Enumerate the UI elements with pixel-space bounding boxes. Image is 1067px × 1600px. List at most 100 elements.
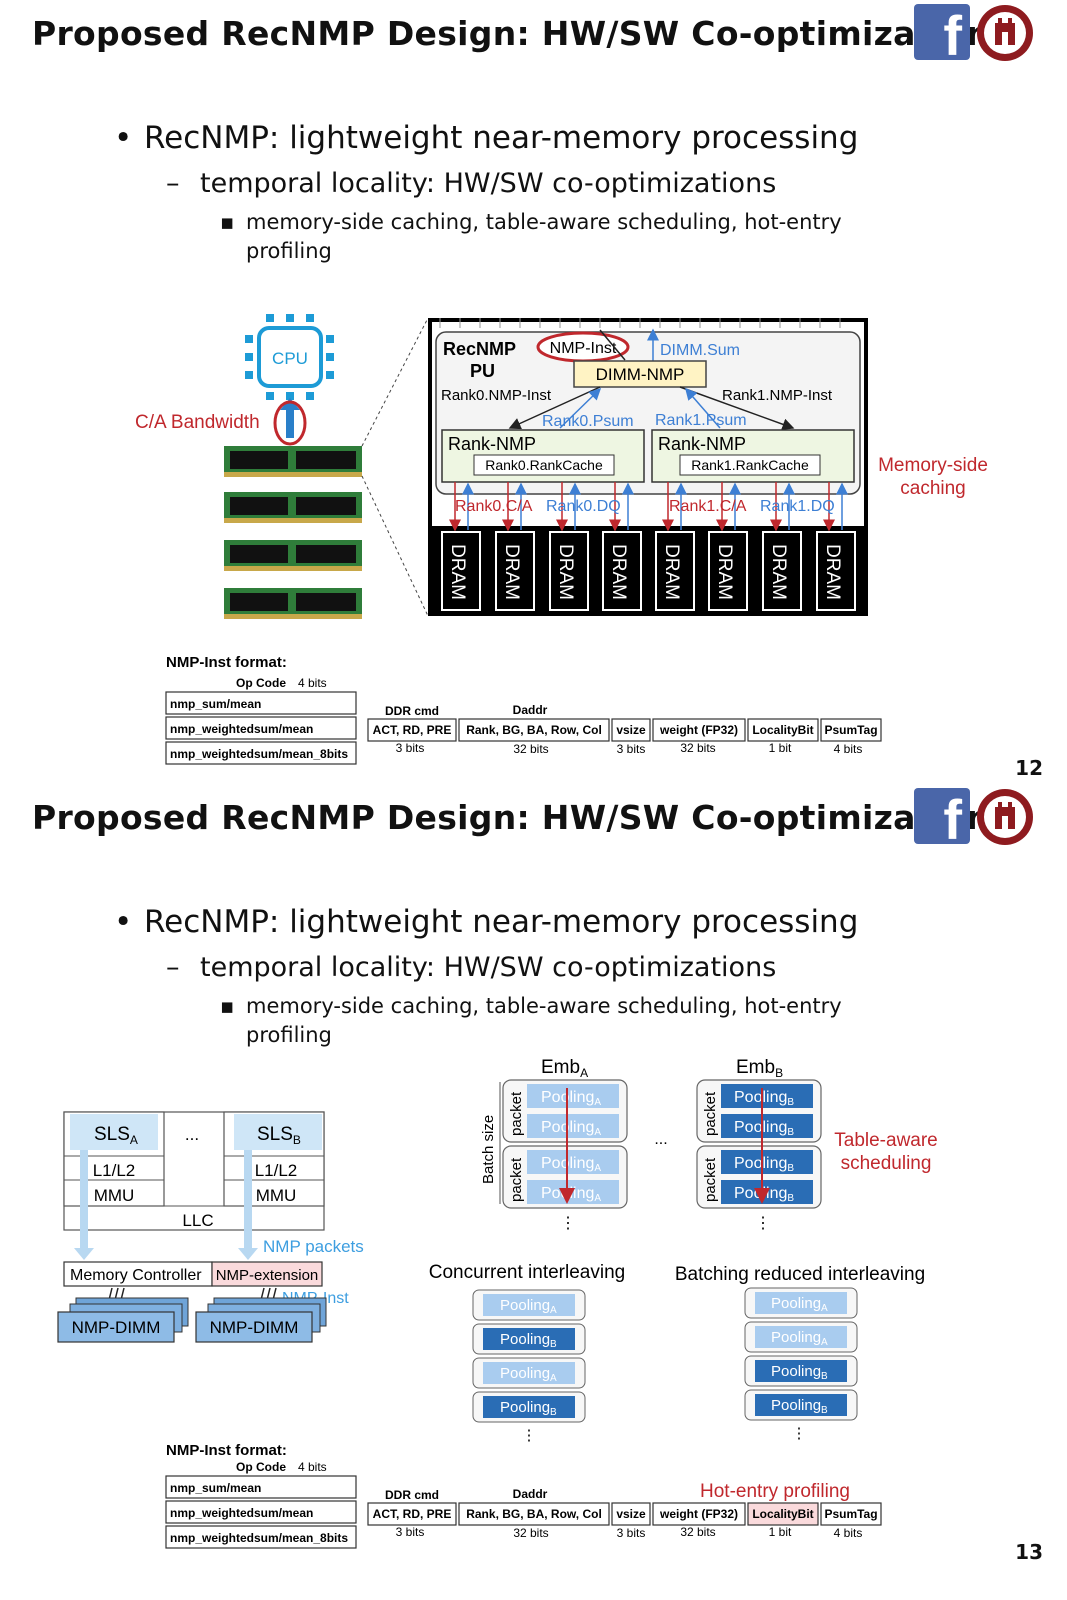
field-value: vsize: [616, 1507, 646, 1521]
vdots: ⋮: [755, 1215, 771, 1232]
inst-format-heading: NMP-Inst format:: [166, 1442, 287, 1459]
field-bits: 3 bits: [396, 741, 425, 755]
field-header: Daddr: [513, 703, 548, 717]
slide-13: Proposed RecNMP Design: HW/SW Co-optimiz…: [0, 784, 1067, 1568]
memory-controller-label: Memory Controller: [70, 1267, 202, 1284]
nmp-inst-format-table: NMP-Inst format: Op Code 4 bits nmp_sum/…: [165, 1442, 882, 1549]
pooling-a: PoolingA: [500, 1297, 557, 1316]
pooling-a: PoolingA: [771, 1295, 828, 1314]
opcode-bits: 4 bits: [298, 1460, 327, 1474]
nmp-inst-format-table: NMP-Inst format: Op Code 4 bits nmp_sum/…: [165, 654, 882, 765]
rank1-cache-box: [679, 454, 821, 476]
field-header: Daddr: [513, 1487, 548, 1501]
vdots: ⋮: [560, 1215, 576, 1232]
op-row: nmp_weightedsum/mean: [170, 722, 313, 736]
memory-side-caching-label-2: caching: [900, 478, 966, 499]
field-value: weight (FP32): [659, 1507, 738, 1521]
rank0-dq-label: Rank0.DQ: [546, 498, 621, 515]
pooling-b: PoolingB: [771, 1363, 828, 1382]
op-row: nmp_weightedsum/mean_8bits: [170, 1531, 348, 1545]
pooling-a: PoolingA: [500, 1365, 557, 1384]
dram-label: DRAM: [555, 544, 576, 600]
rank1-nmp-inst-label: Rank1.NMP-Inst: [722, 387, 833, 404]
nmp-packets-label: NMP packets: [263, 1237, 364, 1256]
bullet-level2-text: temporal locality: HW/SW co-optimization…: [200, 168, 777, 199]
zoom-line-top: [361, 317, 429, 447]
field-bits: 3 bits: [617, 742, 646, 756]
opcode-label: Op Code: [236, 1460, 286, 1474]
bullet-level3-text: memory-side caching, table-aware schedul…: [246, 210, 842, 263]
vdots: ⋮: [792, 1425, 807, 1442]
dimm-nmp-box: [573, 360, 707, 388]
l1l2-label: L1/L2: [93, 1161, 136, 1180]
field-bits: 3 bits: [396, 1525, 425, 1539]
rank0-psum-label: Rank0.Psum: [542, 413, 634, 430]
nmp-inst-label: NMP-Inst: [550, 340, 617, 357]
sls-a-box: [70, 1114, 158, 1150]
dimm-sticks: [224, 446, 362, 619]
rank1-ca-label: Rank1.C/A: [669, 498, 747, 515]
op-row: nmp_weightedsum/mean: [170, 1506, 313, 1520]
field-header: DDR cmd: [385, 704, 439, 718]
pooling-a: PoolingA: [541, 1119, 601, 1138]
table-aware-label-2: scheduling: [841, 1153, 932, 1174]
page-number: 13: [1015, 1540, 1043, 1564]
bullet-level3-text: memory-side caching, table-aware schedul…: [246, 994, 842, 1047]
ellipsis: ...: [185, 1125, 199, 1144]
rank1-cache-label: Rank1.RankCache: [691, 457, 809, 473]
sls-b-box: [234, 1114, 322, 1150]
nmp-dimm-left: [57, 1297, 189, 1343]
concurrent-interleaving-label: Concurrent interleaving: [429, 1262, 625, 1283]
rank1-psum-label: Rank1.Psum: [655, 412, 747, 429]
pooling-b: PoolingB: [734, 1155, 794, 1174]
l1l2-label: L1/L2: [255, 1161, 298, 1180]
slide-12: Proposed RecNMP Design: HW/SW Co-optimiz…: [0, 0, 1067, 784]
memory-side-caching-label: Memory-side: [878, 455, 988, 476]
dram-label: DRAM: [501, 544, 522, 600]
cpu-icon: [245, 314, 334, 400]
dram-chips: [441, 531, 856, 611]
field-value: PsumTag: [824, 1507, 877, 1521]
packet-label: packet: [702, 1091, 719, 1136]
dram-label: DRAM: [768, 544, 789, 600]
field-bits: 32 bits: [513, 1526, 548, 1540]
inst-format-heading: NMP-Inst format:: [166, 654, 287, 671]
university-seal-logo: [977, 5, 1033, 61]
pooling-a: PoolingA: [541, 1155, 601, 1174]
op-row: nmp_weightedsum/mean_8bits: [170, 747, 348, 761]
llc-label: LLC: [182, 1211, 213, 1230]
recnmp-pu-label: RecNMP: [443, 339, 516, 359]
packet-label: packet: [508, 1157, 525, 1202]
pooling-b: PoolingB: [771, 1397, 828, 1416]
facebook-logo: f: [914, 788, 970, 848]
field-value: LocalityBit: [752, 723, 813, 737]
field-value: Rank, BG, BA, Row, Col: [466, 1507, 602, 1521]
dimm-sum-label: DIMM.Sum: [660, 342, 740, 359]
bullet-level3: ▪memory-side caching, table-aware schedu…: [220, 208, 860, 266]
field-value: ACT, RD, PRE: [373, 723, 452, 737]
opcode-label: Op Code: [236, 676, 286, 690]
bullet-level1: •RecNMP: lightweight near-memory process…: [114, 904, 859, 940]
dram-label: DRAM: [447, 544, 468, 600]
field-value: ACT, RD, PRE: [373, 1507, 452, 1521]
emb-b-label: EmbB: [736, 1057, 783, 1080]
dram-label: DRAM: [661, 544, 682, 600]
field-value: PsumTag: [824, 723, 877, 737]
op-row: nmp_sum/mean: [170, 1481, 261, 1495]
bullet-level2: –temporal locality: HW/SW co-optimizatio…: [166, 168, 777, 199]
op-row: nmp_sum/mean: [170, 697, 261, 711]
slide-title: Proposed RecNMP Design: HW/SW Co-optimiz…: [32, 14, 991, 53]
dimm-nmp-label: DIMM-NMP: [596, 365, 685, 384]
batching-reduced-label: Batching reduced interleaving: [675, 1264, 925, 1285]
field-header: DDR cmd: [385, 1488, 439, 1502]
field-bits: 1 bit: [769, 741, 792, 755]
pooling-b: PoolingB: [734, 1119, 794, 1138]
rank0-cache-label: Rank0.RankCache: [485, 457, 603, 473]
vdots: ⋮: [522, 1427, 537, 1444]
nmp-dimm-label: NMP-DIMM: [72, 1318, 161, 1337]
table-aware-label: Table-aware: [834, 1130, 938, 1151]
field-value: Rank, BG, BA, Row, Col: [466, 723, 602, 737]
nmp-dimm-label: NMP-DIMM: [210, 1318, 299, 1337]
pooling-a: PoolingA: [541, 1089, 601, 1108]
recnmp-architecture-figure: CPU C/A Bandwidth: [135, 314, 988, 765]
